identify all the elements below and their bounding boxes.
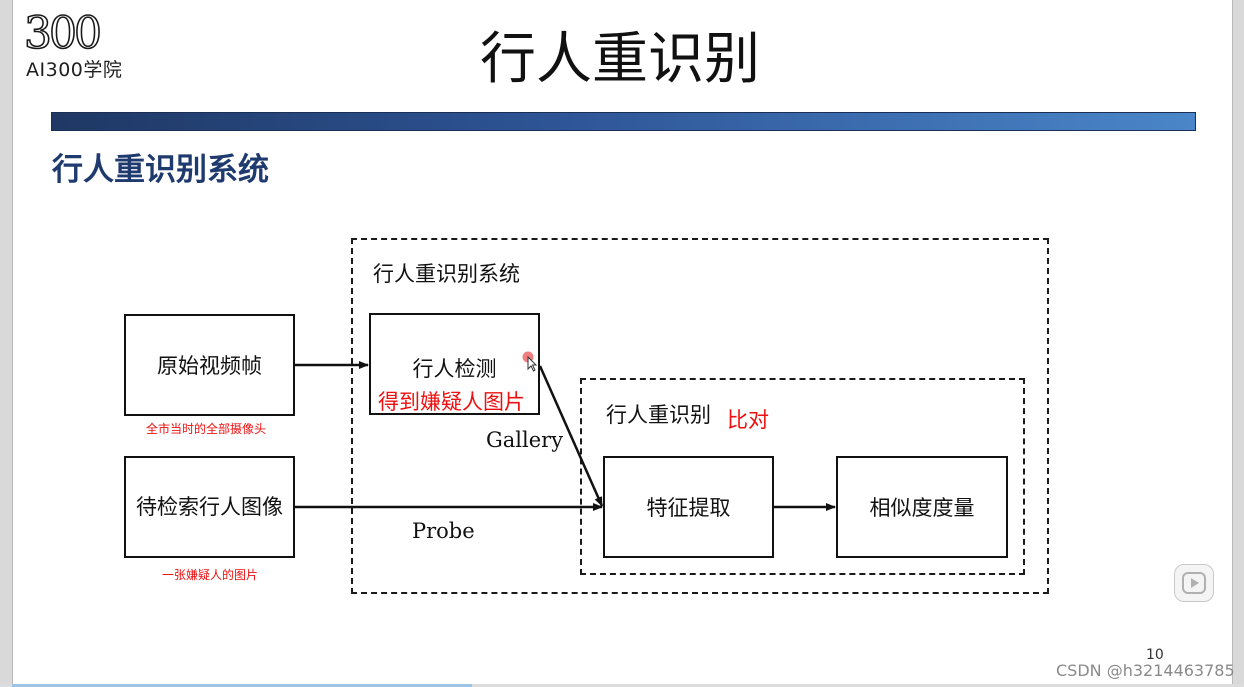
box-raw-video-frames: 原始视频帧	[124, 314, 295, 416]
window-frame-bottom	[0, 684, 1244, 687]
box-feature-extraction-label: 特征提取	[646, 496, 731, 520]
logo-number: 300	[23, 8, 103, 59]
play-button[interactable]	[1174, 564, 1214, 602]
box-similarity-measure: 相似度度量	[836, 456, 1008, 558]
inner-group-label: 行人重识别	[606, 403, 711, 427]
outer-group-label: 行人重识别系统	[373, 262, 520, 286]
mouse-cursor-icon	[522, 351, 538, 372]
title-divider-bar	[51, 112, 1196, 131]
window-frame-left	[0, 0, 13, 687]
box-pedestrian-detection-label: 行人检测	[412, 357, 497, 381]
edge-label-gallery: Gallery	[486, 428, 564, 452]
arrow-detection-to-feature	[538, 365, 604, 507]
compare-note: 比对	[727, 408, 769, 432]
outer-system-group	[351, 238, 1049, 594]
box-pedestrian-detection: 行人检测	[369, 313, 540, 415]
window-frame-right	[1232, 0, 1244, 687]
csdn-watermark: CSDN @h3214463785	[1056, 661, 1235, 680]
page-number: 10	[1146, 647, 1164, 663]
raw-frames-note: 全市当时的全部摄像头	[146, 422, 267, 436]
box-similarity-measure-label: 相似度度量	[869, 496, 975, 520]
progress-strip	[12, 684, 472, 687]
play-icon	[1182, 572, 1206, 594]
logo-subtitle: AI300学院	[26, 59, 123, 81]
box-feature-extraction: 特征提取	[603, 456, 774, 558]
section-heading: 行人重识别系统	[52, 152, 269, 188]
query-image-note: 一张嫌疑人的图片	[162, 568, 259, 582]
detection-note: 得到嫌疑人图片	[378, 390, 525, 414]
box-query-image: 待检索行人图像	[124, 456, 295, 558]
box-query-image-label: 待检索行人图像	[136, 495, 283, 519]
slide-title: 行人重识别	[480, 27, 760, 92]
inner-reid-group	[580, 378, 1025, 575]
edge-label-probe: Probe	[412, 519, 475, 543]
box-raw-video-frames-label: 原始视频帧	[157, 354, 262, 378]
